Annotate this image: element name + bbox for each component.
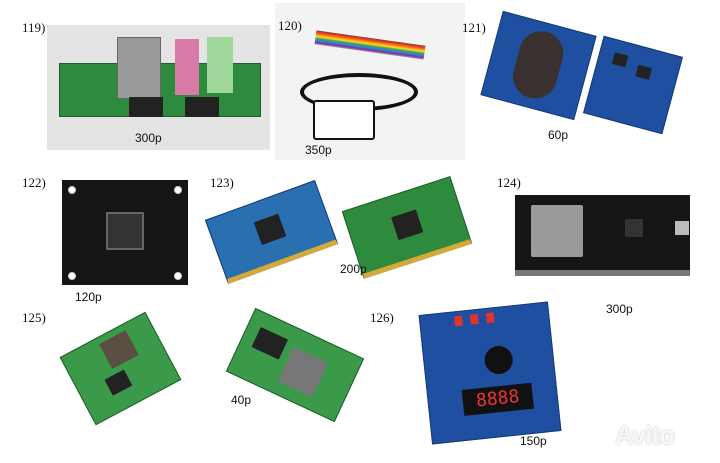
item-number-119: 119) bbox=[22, 20, 46, 35]
price-124: 300р bbox=[606, 302, 633, 316]
price-125: 40р bbox=[231, 393, 252, 407]
item-number-125: 125) bbox=[22, 310, 46, 325]
rf-module-1 bbox=[204, 180, 339, 284]
avito-watermark: Avito bbox=[615, 420, 675, 450]
product-image-119 bbox=[47, 25, 270, 150]
price-126: 150р bbox=[520, 434, 547, 448]
product-image-124 bbox=[515, 195, 690, 276]
price-121: 60р bbox=[548, 128, 569, 142]
rtc-board-2 bbox=[583, 35, 683, 135]
price-123: 200р bbox=[340, 262, 367, 276]
item-number-122: 122) bbox=[22, 175, 46, 190]
price-122: 120р bbox=[75, 290, 102, 304]
item-number-126: 126) bbox=[370, 310, 394, 325]
item-number-120: 120) bbox=[278, 18, 302, 33]
price-119: 300р bbox=[135, 131, 162, 145]
price-120: 350р bbox=[305, 143, 332, 157]
item-number-121: 121) bbox=[462, 20, 486, 35]
product-image-122 bbox=[62, 180, 188, 285]
item-number-123: 123) bbox=[210, 175, 234, 190]
item-number-124: 124) bbox=[497, 175, 521, 190]
rtc-board-1 bbox=[480, 10, 597, 121]
product-image-120 bbox=[275, 3, 465, 160]
product-image-126: 8888 bbox=[418, 301, 562, 445]
buck-converter-1 bbox=[59, 311, 182, 426]
